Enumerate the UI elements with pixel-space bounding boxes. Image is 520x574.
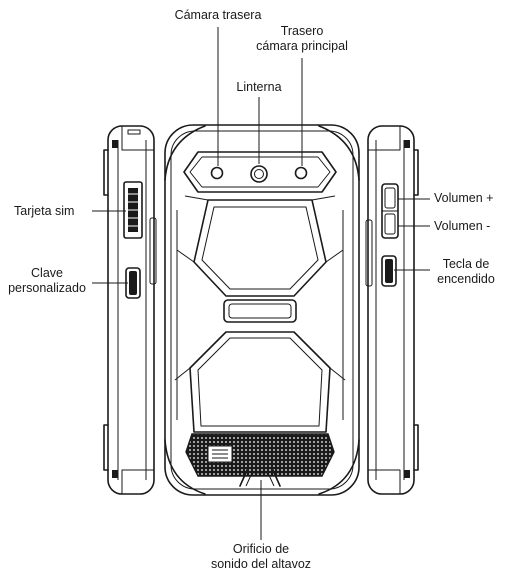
center-plate bbox=[223, 299, 297, 323]
label-speaker: Orificio de sonido del altavoz bbox=[210, 542, 312, 571]
label-volume-up: Volumen + bbox=[434, 191, 494, 205]
camera-module bbox=[183, 151, 337, 193]
power-key bbox=[381, 255, 397, 287]
label-main-rear-camera: Trasero cámara principal bbox=[256, 24, 348, 53]
leader-lines bbox=[92, 27, 430, 540]
phone-right-side-view bbox=[365, 125, 419, 495]
main-camera-lens bbox=[294, 166, 308, 180]
label-flashlight: Linterna bbox=[236, 80, 282, 94]
label-power-key: Tecla de encendido bbox=[437, 257, 495, 286]
label-sim-card: Tarjeta sim bbox=[14, 204, 75, 218]
sim-tray bbox=[123, 181, 143, 239]
phone-left-side-view bbox=[103, 125, 157, 495]
label-rear-camera: Cámara trasera bbox=[174, 8, 262, 22]
rear-camera-lens bbox=[210, 166, 224, 180]
speaker-grille bbox=[185, 433, 335, 477]
label-custom-key: Clave personalizado bbox=[8, 266, 86, 295]
label-volume-down: Volumen - bbox=[434, 219, 491, 233]
flashlight-lens bbox=[250, 165, 268, 183]
phone-back-view bbox=[164, 124, 360, 496]
bottom-notch bbox=[239, 467, 281, 487]
